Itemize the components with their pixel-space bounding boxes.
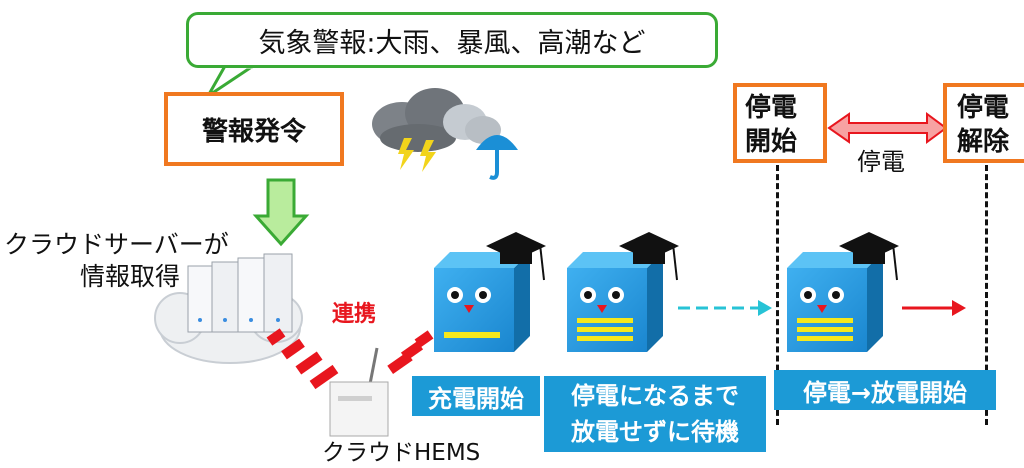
outage-end-line2: 解除 [957,127,1010,157]
phase-discharge-label: 停電→放電開始 [774,370,996,410]
weather-warning-bubble: 気象警報:大雨、暴風、高潮など [186,12,718,68]
cloud-server-label-1: クラウドサーバーが [4,230,229,259]
device-standby [567,232,679,352]
outage-label: 停電 [857,148,905,176]
outage-end-line1: 停電 [957,93,1010,123]
phase-wait-line1: 停電になるまで [571,382,739,410]
phase-wait-label: 停電になるまで 放電せずに待機 [544,376,766,452]
outage-start-line2: 開始 [745,127,798,157]
hems-label: クラウドHEMS [322,440,481,466]
phase-wait-line2: 放電せずに待機 [571,418,739,446]
outage-end-line [985,165,988,425]
outage-start-line [776,165,779,425]
down-arrow-icon [252,178,310,247]
phase-charge-label: 充電開始 [412,376,540,416]
link-signal-left [266,328,339,390]
hems-router-icon [329,347,389,437]
cloud-server-label-2: 情報取得 [80,262,181,291]
link-signal-right [387,330,434,374]
outage-double-arrow [827,112,948,144]
alert-issued-box: 警報発令 [164,92,344,166]
outage-start-box: 停電 開始 [733,83,827,163]
umbrella-icon [476,135,518,180]
cloud-server-icon [154,253,303,364]
link-label: 連携 [332,302,377,327]
device-discharging [787,232,899,352]
outage-start-line1: 停電 [745,93,798,123]
storm-cloud-icon [372,88,501,172]
outage-end-box: 停電 解除 [943,83,1024,163]
device-charging [434,232,546,352]
